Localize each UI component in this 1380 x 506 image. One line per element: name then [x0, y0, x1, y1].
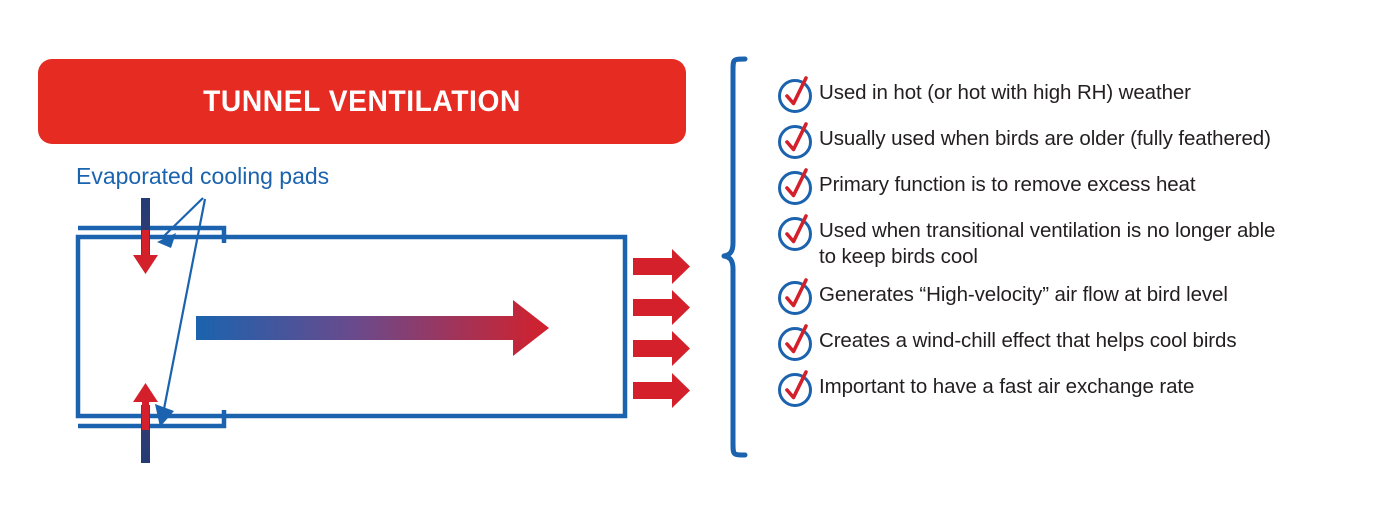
- check-circle-icon: [775, 167, 819, 207]
- check-circle-icon: [775, 121, 819, 161]
- list-item-label: Usually used when birds are older (fully…: [819, 127, 1271, 150]
- curly-brace-icon: [721, 56, 748, 458]
- check-circle-icon: [775, 369, 819, 409]
- check-circle-icon: [775, 323, 819, 363]
- list-item-label: Creates a wind-chill effect that helps c…: [819, 329, 1237, 352]
- check-circle-icon: [775, 75, 819, 115]
- list-item: Usually used when birds are older (fully…: [775, 120, 1375, 160]
- bottom-inlet-box: [78, 410, 227, 429]
- list-item-label: Generates “High-velocity” air flow at bi…: [819, 283, 1228, 306]
- list-item-label: Important to have a fast air exchange ra…: [819, 375, 1195, 398]
- exhaust-arrow-icon-1: [633, 249, 690, 284]
- airflow-gradient-arrow-icon: [196, 300, 549, 356]
- list-item: Important to have a fast air exchange ra…: [775, 368, 1375, 408]
- leader-line-to-bottom-pad: [155, 198, 207, 427]
- list-item-label: Used in hot (or hot with high RH) weathe…: [819, 81, 1191, 104]
- evaporated-cooling-pads-label: Evaporated cooling pads: [76, 163, 330, 189]
- list-item: Generates “High-velocity” air flow at bi…: [775, 276, 1375, 316]
- feature-list: Used in hot (or hot with high RH) weathe…: [775, 74, 1375, 414]
- list-item-label: Primary function is to remove excess hea…: [819, 173, 1196, 196]
- title-banner: TUNNEL VENTILATION: [38, 59, 686, 144]
- list-item-label: Used when transitional ventilation is no…: [819, 219, 1276, 268]
- exhaust-arrow-icon-4: [633, 373, 690, 408]
- exhaust-arrow-icon-3: [633, 331, 690, 366]
- cooling-pad-bar-top: [141, 198, 150, 258]
- top-inlet-box: [78, 225, 227, 243]
- check-circle-icon: [775, 277, 819, 317]
- inlet-arrow-bottom-icon: [133, 383, 158, 430]
- exhaust-arrow-icon-2: [633, 290, 690, 325]
- check-circle-icon: [775, 213, 819, 253]
- list-item: Used in hot (or hot with high RH) weathe…: [775, 74, 1375, 114]
- page-title: TUNNEL VENTILATION: [203, 84, 521, 118]
- barn-outline: [75, 234, 628, 419]
- list-item: Primary function is to remove excess hea…: [775, 166, 1375, 206]
- cooling-pad-bar-bottom: [141, 405, 150, 463]
- leader-line-to-top-pad: [157, 197, 204, 248]
- list-item: Creates a wind-chill effect that helps c…: [775, 322, 1375, 362]
- inlet-arrow-top-icon: [133, 230, 158, 274]
- list-item: Used when transitional ventilation is no…: [775, 212, 1375, 270]
